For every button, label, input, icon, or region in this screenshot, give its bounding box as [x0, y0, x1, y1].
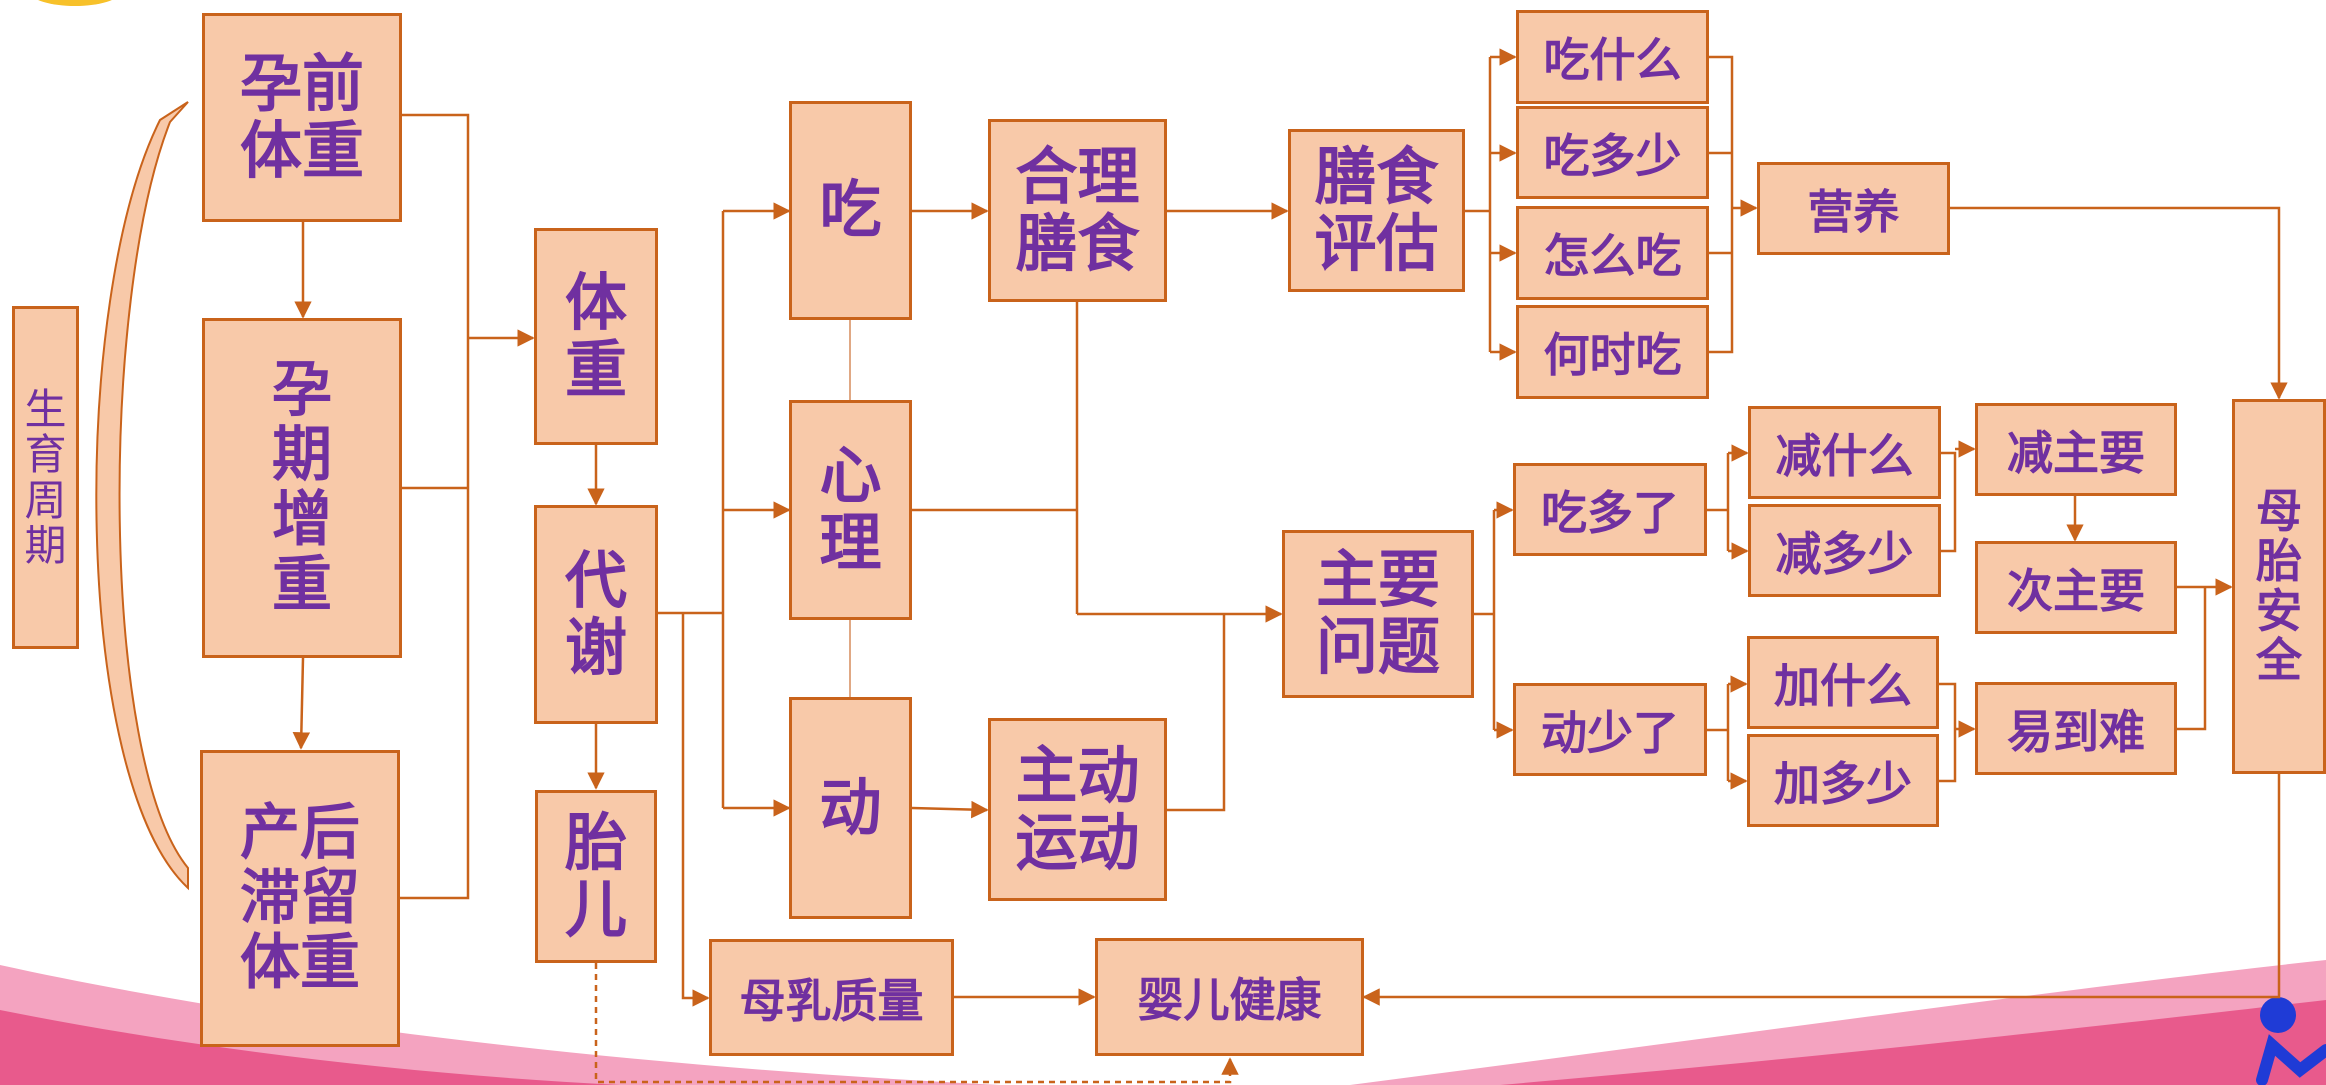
edge-zhudong-up [1167, 614, 1226, 812]
node-yunqi-zengzhong: 孕 期 增 重 [202, 318, 402, 658]
node-muru-zhiliang: 母乳质量 [709, 939, 954, 1056]
edge-taier-yinger-dashed [594, 963, 1239, 1084]
node-jian-duoshao-label: 减多少 [1775, 526, 1914, 581]
node-shanshi-pinggu: 膳食 评估 [1288, 129, 1465, 292]
node-dong: 动 [789, 697, 912, 919]
node-chi-duo-le: 吃多了 [1513, 463, 1707, 556]
node-yunqi-zengzhong-label: 孕 期 增 重 [272, 355, 332, 620]
node-heshi-chi: 何时吃 [1516, 305, 1709, 399]
node-tizhong-label: 体 重 [564, 265, 627, 406]
yellow-corner-decoration [38, 0, 112, 6]
node-yi-dao-nan: 易到难 [1975, 682, 2177, 775]
node-dong-shao-le: 动少了 [1513, 683, 1707, 776]
node-zhuyao-wenti: 主要 问题 [1282, 530, 1474, 698]
node-xinli-label: 心 理 [819, 439, 882, 579]
node-daixie-label: 代 谢 [564, 543, 627, 684]
node-heli-shanshi: 合理 膳食 [988, 119, 1167, 302]
node-jia-shenme-label: 加什么 [1774, 658, 1912, 713]
node-zenme-chi: 怎么吃 [1516, 206, 1709, 300]
node-zhuyao-wenti-label: 主要 问题 [1315, 543, 1440, 683]
node-chi-duo-le-label: 吃多了 [1541, 485, 1679, 540]
edge-yingyang-mutai [1950, 206, 2288, 400]
node-ci-zhuyao: 次主要 [1975, 541, 2177, 634]
edge-mutai-yinger [1362, 774, 2281, 1006]
node-zhudong-yundong-label: 主动 运动 [1015, 738, 1140, 879]
bracket-jia [1939, 682, 1957, 783]
node-zhudong-yundong: 主动 运动 [988, 718, 1167, 901]
node-mutai-anquan: 母 胎 安 全 [2232, 399, 2326, 774]
node-jian-shenme-label: 减什么 [1775, 428, 1914, 483]
node-zenme-chi-label: 怎么吃 [1543, 229, 1682, 283]
node-heli-shanshi-label: 合理 膳食 [1015, 139, 1140, 280]
bracket-jian [1941, 451, 1957, 553]
node-yunqian-tizhong: 孕前 体重 [202, 13, 402, 222]
node-dong-shao-le-label: 动少了 [1541, 705, 1679, 760]
node-yingyang: 营养 [1757, 162, 1950, 255]
bracket-weight-sources [400, 113, 470, 900]
node-chi-duoshao-label: 吃多少 [1543, 128, 1682, 183]
node-chi-duoshao: 吃多少 [1516, 106, 1709, 199]
node-xinli: 心 理 [789, 400, 912, 620]
node-taier-label: 胎 儿 [564, 805, 627, 946]
node-jian-shenme: 减什么 [1748, 406, 1941, 499]
node-yinger-jiankang-label: 婴儿健康 [1137, 973, 1322, 1027]
edge-yunqi-chanhou [292, 657, 311, 750]
node-jian-zhuyao-label: 减主要 [2007, 425, 2145, 480]
node-yunqian-tizhong-label: 孕前 体重 [239, 46, 364, 187]
node-muru-zhiliang-label: 母乳质量 [739, 973, 924, 1028]
node-jian-zhuyao: 减主要 [1975, 403, 2177, 496]
node-jia-shenme: 加什么 [1747, 636, 1939, 729]
node-heshi-chi-label: 何时吃 [1543, 328, 1682, 382]
node-chanhou-zhiliu-label: 产后 滞留 体重 [240, 798, 360, 998]
node-yingyang-label: 营养 [1807, 184, 1900, 239]
edge-dong-zhudong [911, 800, 989, 819]
node-shanshi-pinggu-label: 膳食 评估 [1314, 139, 1439, 280]
node-jia-duoshao: 加多少 [1747, 734, 1939, 827]
node-mutai-anquan-label: 母 胎 安 全 [2256, 484, 2302, 688]
node-taier: 胎 儿 [535, 790, 657, 963]
node-chi-shenme: 吃什么 [1516, 10, 1709, 104]
pink-wave-left [0, 1010, 620, 1085]
edge-daixie-muru [681, 613, 710, 1007]
running-figure-icon [2256, 997, 2326, 1085]
node-daixie: 代 谢 [534, 505, 658, 724]
pink-wave-right [1500, 1000, 2326, 1085]
node-chi-shenme-label: 吃什么 [1543, 33, 1682, 87]
node-tizhong: 体 重 [534, 228, 658, 445]
node-yinger-jiankang: 婴儿健康 [1095, 938, 1364, 1056]
node-jia-duoshao-label: 加多少 [1774, 756, 1912, 811]
node-jian-duoshao: 减多少 [1748, 504, 1941, 597]
node-shengyu-zhouqi-label: 生 育 周 期 [24, 384, 67, 570]
node-ci-zhuyao-label: 次主要 [2007, 563, 2145, 618]
node-dong-label: 动 [819, 770, 882, 844]
node-yi-dao-nan-label: 易到难 [2007, 704, 2145, 759]
node-chi-label: 吃 [819, 173, 882, 247]
node-shengyu-zhouqi: 生 育 周 期 [12, 306, 79, 649]
node-chanhou-zhiliu-tizhong: 产后 滞留 体重 [200, 750, 400, 1047]
node-chi: 吃 [789, 101, 912, 320]
edge-yidaonan-right [2177, 587, 2207, 731]
cycle-curved-arrow [95, 101, 189, 891]
bracket-to-yingyang [1709, 55, 1734, 354]
